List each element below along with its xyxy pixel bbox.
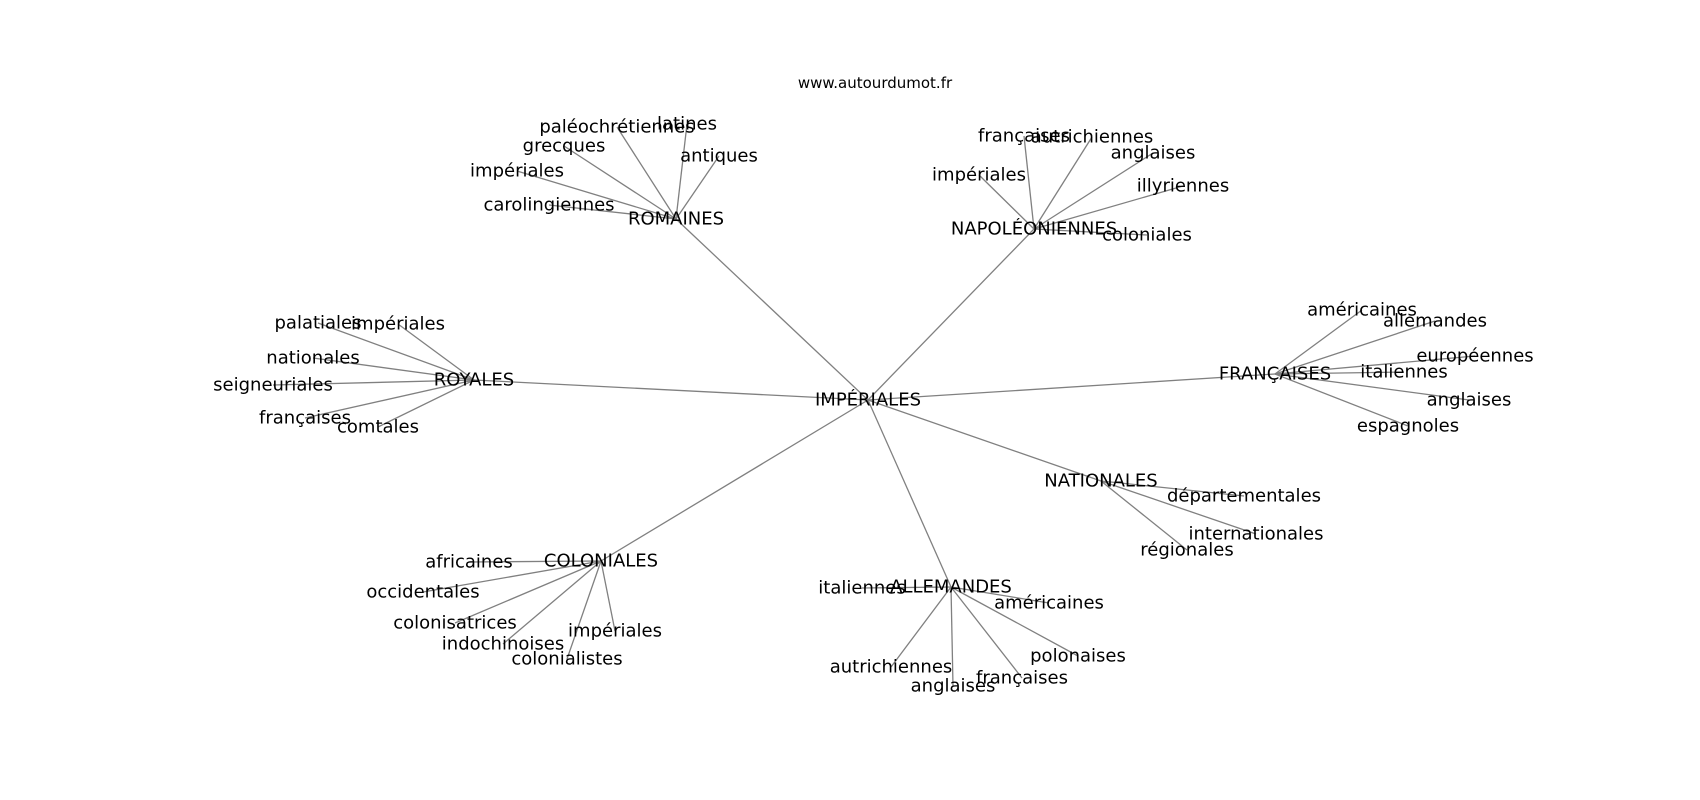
leaf-node-royales-imperiales[interactable]: impériales: [351, 314, 445, 335]
leaf-node-allemandes-italiennes[interactable]: italiennes: [818, 578, 905, 599]
edge-allemandes-allemandes-autrichiennes: [890, 586, 952, 668]
edge-royales-royales-imperiales: [397, 323, 475, 381]
leaf-node-napoleoniennes-francaises[interactable]: françaises: [978, 126, 1070, 147]
center-node-center[interactable]: IMPÉRIALES: [815, 389, 921, 411]
edge-allemandes-allemandes-americaines: [950, 586, 1050, 604]
edge-romaines-romaines-latines: [675, 123, 688, 220]
leaf-node-coloniales-colonisatrices[interactable]: colonisatrices: [393, 613, 517, 634]
leaf-node-nationales-departementales[interactable]: départementales: [1167, 486, 1321, 507]
edge-royales-royales-nationales: [312, 357, 475, 381]
edge-napoleoniennes-napoleoniennes-francaises: [1023, 135, 1035, 230]
edge-francaises-francaises-allemandes: [1274, 320, 1436, 375]
edge-center-nationales: [867, 399, 1102, 482]
edge-royales-royales-seigneuriales: [272, 379, 475, 386]
edge-napoleoniennes-napoleoniennes-illyriennes: [1033, 185, 1184, 230]
leaf-node-romaines-latines[interactable]: latines: [657, 114, 717, 135]
leaf-node-francaises-europeennes[interactable]: européennes: [1416, 346, 1533, 367]
leaf-node-coloniales-africaines[interactable]: africaines: [425, 552, 513, 573]
edge-coloniales-coloniales-occidentales: [422, 560, 602, 593]
hub-node-francaises[interactable]: FRANÇAISES: [1219, 364, 1331, 385]
leaf-node-coloniales-indochinoises[interactable]: indochinoises: [442, 634, 564, 655]
hub-node-royales[interactable]: ROYALES: [434, 370, 514, 391]
edge-coloniales-coloniales-africaines: [468, 560, 602, 563]
leaf-node-coloniales-occidentales[interactable]: occidentales: [366, 582, 479, 603]
leaf-node-francaises-allemandes[interactable]: allemandes: [1383, 311, 1487, 332]
leaf-node-coloniales-colonialistes[interactable]: colonialistes: [511, 649, 622, 670]
edge-napoleoniennes-napoleoniennes-coloniales: [1033, 228, 1148, 236]
leaf-node-napoleoniennes-imperiales[interactable]: impériales: [932, 165, 1026, 186]
edge-napoleoniennes-napoleoniennes-anglaises: [1033, 152, 1154, 230]
edge-allemandes-allemandes-polonaises: [950, 586, 1079, 657]
leaf-node-nationales-internationales[interactable]: internationales: [1188, 524, 1323, 545]
edge-nationales-nationales-internationales: [1100, 480, 1257, 535]
hub-node-allemandes[interactable]: ALLEMANDES: [890, 577, 1012, 598]
edge-center-coloniales: [600, 399, 869, 562]
leaf-node-romaines-imperiales[interactable]: impériales: [470, 161, 564, 182]
edge-francaises-francaises-italiennes: [1274, 371, 1405, 375]
edge-center-royales: [473, 379, 869, 401]
edge-royales-royales-palatiales: [317, 322, 475, 381]
leaf-node-napoleoniennes-coloniales[interactable]: coloniales: [1102, 225, 1192, 246]
edge-romaines-romaines-paleochretiennes: [616, 126, 677, 220]
leaf-node-allemandes-francaises[interactable]: françaises: [976, 668, 1068, 689]
leaf-node-francaises-americaines[interactable]: américaines: [1307, 300, 1417, 321]
leaf-node-francaises-anglaises[interactable]: anglaises: [1427, 390, 1512, 411]
edge-francaises-francaises-europeennes: [1274, 355, 1476, 375]
leaf-node-allemandes-autrichiennes[interactable]: autrichiennes: [830, 657, 953, 678]
leaf-node-napoleoniennes-illyriennes[interactable]: illyriennes: [1137, 176, 1229, 197]
hub-node-nationales[interactable]: NATIONALES: [1044, 471, 1157, 492]
hub-node-coloniales[interactable]: COLONIALES: [544, 551, 658, 572]
edge-center-romaines: [675, 218, 869, 401]
leaf-node-romaines-antiques[interactable]: antiques: [680, 146, 758, 167]
edge-center-napoleoniennes: [867, 228, 1035, 401]
edge-napoleoniennes-napoleoniennes-autrichiennes: [1033, 136, 1093, 230]
edges: [272, 123, 1476, 687]
edge-francaises-francaises-anglaises: [1274, 373, 1470, 401]
leaf-node-royales-seigneuriales[interactable]: seigneuriales: [213, 375, 333, 396]
hub-node-romaines[interactable]: ROMAINES: [628, 209, 724, 230]
edge-nationales-nationales-departementales: [1100, 480, 1245, 497]
leaf-node-royales-francaises[interactable]: françaises: [259, 408, 351, 429]
edge-center-allemandes: [867, 399, 952, 588]
leaf-node-francaises-italiennes[interactable]: italiennes: [1360, 362, 1447, 383]
edge-allemandes-allemandes-italiennes: [861, 586, 952, 589]
leaf-node-royales-palatiales[interactable]: palatiales: [274, 313, 361, 334]
edge-romaines-romaines-carolingiennes: [548, 204, 677, 220]
hub-node-napoleoniennes[interactable]: NAPOLÉONIENNES: [951, 218, 1117, 240]
leaf-node-royales-nationales[interactable]: nationales: [266, 348, 359, 369]
edge-royales-royales-comtales: [377, 379, 475, 428]
edge-francaises-francaises-americaines: [1274, 309, 1363, 375]
edge-romaines-romaines-grecques: [563, 145, 677, 220]
edge-coloniales-coloniales-indochinoises: [502, 560, 602, 645]
edge-center-francaises: [867, 373, 1276, 401]
leaf-node-allemandes-americaines[interactable]: américaines: [994, 593, 1104, 614]
leaf-node-royales-comtales[interactable]: comtales: [337, 417, 419, 438]
leaf-node-romaines-grecques[interactable]: grecques: [523, 136, 606, 157]
edge-allemandes-allemandes-anglaises: [950, 586, 954, 687]
leaf-node-romaines-paleochretiennes[interactable]: paléochrétiennes: [539, 117, 694, 138]
leaf-node-allemandes-anglaises[interactable]: anglaises: [911, 676, 996, 697]
leaf-node-romaines-carolingiennes[interactable]: carolingiennes: [483, 195, 614, 216]
edge-coloniales-coloniales-colonisatrices: [454, 560, 602, 624]
leaf-node-napoleoniennes-autrichiennes[interactable]: autrichiennes: [1031, 127, 1154, 148]
edge-royales-royales-francaises: [304, 379, 475, 419]
leaf-node-allemandes-polonaises[interactable]: polonaises: [1030, 646, 1126, 667]
edge-allemandes-allemandes-francaises: [950, 586, 1023, 679]
source-label[interactable]: www.autourdumot.fr: [798, 74, 953, 92]
edge-romaines-romaines-antiques: [675, 155, 720, 220]
edge-nationales-nationales-regionales: [1100, 480, 1188, 551]
edge-napoleoniennes-napoleoniennes-imperiales: [978, 174, 1035, 230]
edge-romaines-romaines-imperiales: [516, 170, 677, 220]
leaf-node-francaises-espagnoles[interactable]: espagnoles: [1357, 416, 1459, 437]
edge-coloniales-coloniales-imperiales: [600, 560, 616, 632]
leaf-node-napoleoniennes-anglaises[interactable]: anglaises: [1111, 143, 1196, 164]
edge-coloniales-coloniales-colonialistes: [566, 560, 602, 660]
leaf-node-coloniales-imperiales[interactable]: impériales: [568, 621, 662, 642]
edge-francaises-francaises-espagnoles: [1274, 373, 1409, 427]
leaf-node-nationales-regionales[interactable]: régionales: [1140, 540, 1233, 561]
